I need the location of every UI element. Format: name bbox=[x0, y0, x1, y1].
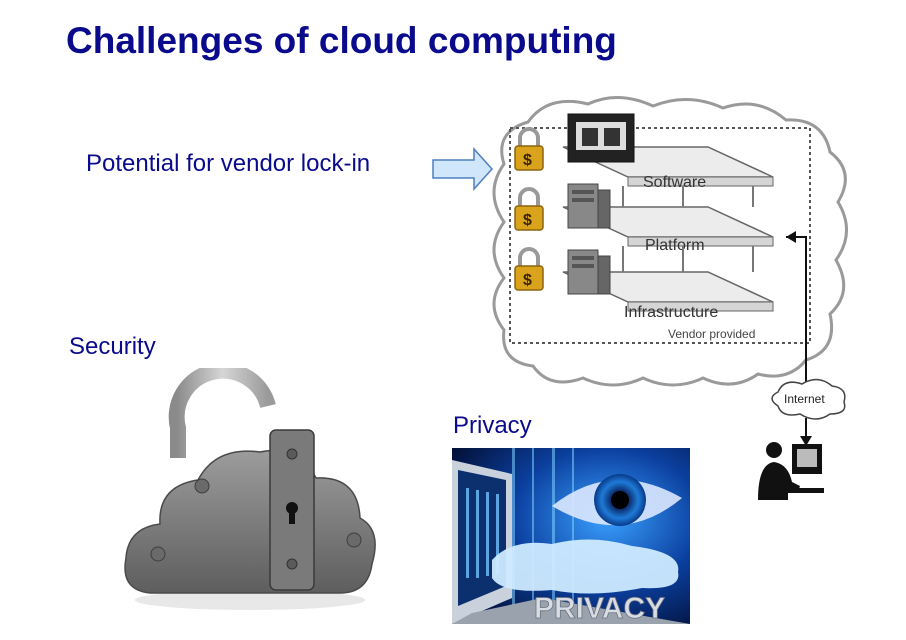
privacy-label: Privacy bbox=[453, 412, 532, 439]
privacy-image: PRIVACY bbox=[452, 448, 690, 624]
privacy-word: PRIVACY bbox=[534, 592, 665, 624]
padlock-icon: $ bbox=[514, 247, 544, 291]
vendor-lockin-label: Potential for vendor lock-in bbox=[86, 150, 371, 177]
arrow-right-icon bbox=[432, 147, 494, 191]
cloud-stack-diagram: Software Platform Infrastructure $ bbox=[492, 95, 848, 500]
layer-label-infrastructure: Infrastructure bbox=[624, 304, 718, 321]
svg-text:$: $ bbox=[523, 272, 532, 289]
padlock-icon: $ bbox=[514, 187, 544, 231]
svg-text:$: $ bbox=[523, 212, 532, 229]
monitor-icon bbox=[567, 113, 635, 163]
cloud-padlock-icon bbox=[124, 368, 376, 610]
layer-label-platform: Platform bbox=[645, 237, 705, 254]
user-at-computer-icon bbox=[758, 442, 824, 500]
security-label: Security bbox=[69, 333, 156, 360]
internet-label: Internet bbox=[784, 392, 825, 406]
padlock-icon: $ bbox=[514, 127, 544, 171]
layer-label-software: Software bbox=[643, 174, 706, 191]
server-icon bbox=[567, 183, 611, 229]
internet-cloud bbox=[771, 378, 846, 420]
slide-title: Challenges of cloud computing bbox=[66, 20, 617, 61]
server-icon bbox=[567, 249, 611, 295]
svg-text:$: $ bbox=[523, 152, 532, 169]
layer-infrastructure: Infrastructure bbox=[562, 271, 774, 321]
vendor-provided-label: Vendor provided bbox=[668, 327, 755, 341]
